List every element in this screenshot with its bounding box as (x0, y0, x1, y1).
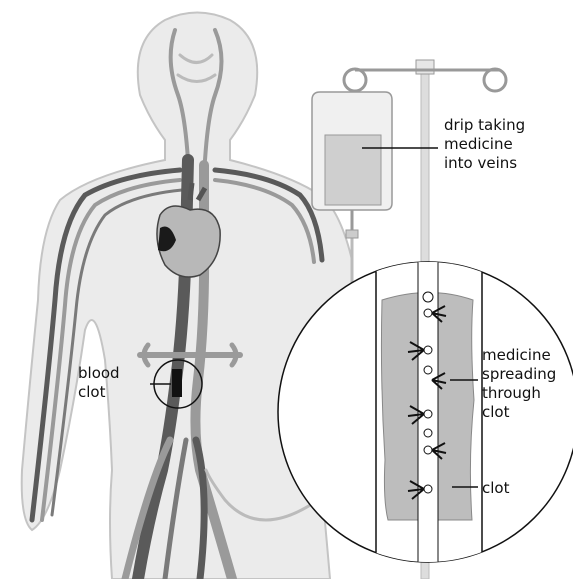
clot-block (172, 369, 182, 397)
drip-label: drip taking medicine into veins (444, 116, 530, 172)
bag-medicine-fill (325, 135, 381, 205)
iv-hook-right (484, 69, 506, 91)
iv-hook-left (344, 69, 366, 91)
clot-label: clot (482, 479, 510, 497)
drip-chamber (346, 230, 358, 238)
iv-pole-clamp (416, 60, 434, 74)
